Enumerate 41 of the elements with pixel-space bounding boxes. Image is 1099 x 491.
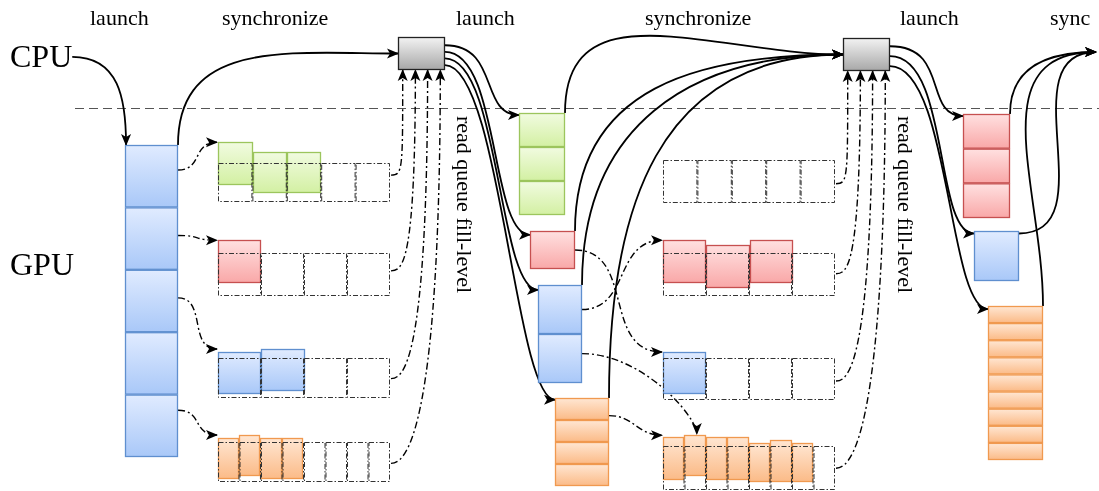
queue-drawing — [662, 351, 836, 401]
queue-drawing — [662, 239, 836, 297]
step-label: sync — [1050, 6, 1091, 31]
step-label: launch — [456, 6, 515, 31]
arrow — [390, 69, 446, 465]
queue-drawing — [217, 141, 391, 203]
arrow — [835, 70, 891, 469]
queue-drawing — [217, 434, 391, 483]
step-label: launch — [900, 6, 959, 31]
kernel-block-stack — [125, 145, 178, 457]
gpu-label: GPU — [10, 247, 74, 283]
arrow — [608, 414, 663, 440]
kernel-block-stack — [555, 398, 609, 486]
queue-drawing — [217, 239, 391, 297]
arrow — [835, 70, 866, 275]
arrow — [177, 297, 218, 353]
arrow — [581, 352, 700, 435]
arrow — [177, 409, 218, 439]
step-label: launch — [90, 6, 149, 31]
arrow — [177, 48, 399, 146]
sync-box — [398, 37, 445, 70]
arrow — [835, 70, 878, 382]
arrow — [177, 138, 218, 171]
step-label: synchronize — [645, 6, 752, 31]
sync-box — [843, 38, 890, 71]
arrow — [390, 69, 421, 272]
arrow — [177, 234, 218, 245]
arrow — [574, 249, 663, 356]
step-label: synchronize — [222, 6, 329, 31]
arrow — [835, 70, 853, 185]
queue-drawing — [662, 434, 836, 491]
queue-drawing — [217, 348, 391, 399]
queue-drawing — [662, 159, 836, 204]
arrow — [581, 236, 663, 311]
cpu-label: CPU — [10, 40, 73, 74]
arrow — [608, 50, 844, 399]
arrow — [390, 69, 433, 380]
kernel-block-stack — [988, 306, 1043, 460]
arrow — [71, 55, 131, 146]
arrow — [390, 69, 408, 176]
arrow — [1024, 48, 1097, 307]
